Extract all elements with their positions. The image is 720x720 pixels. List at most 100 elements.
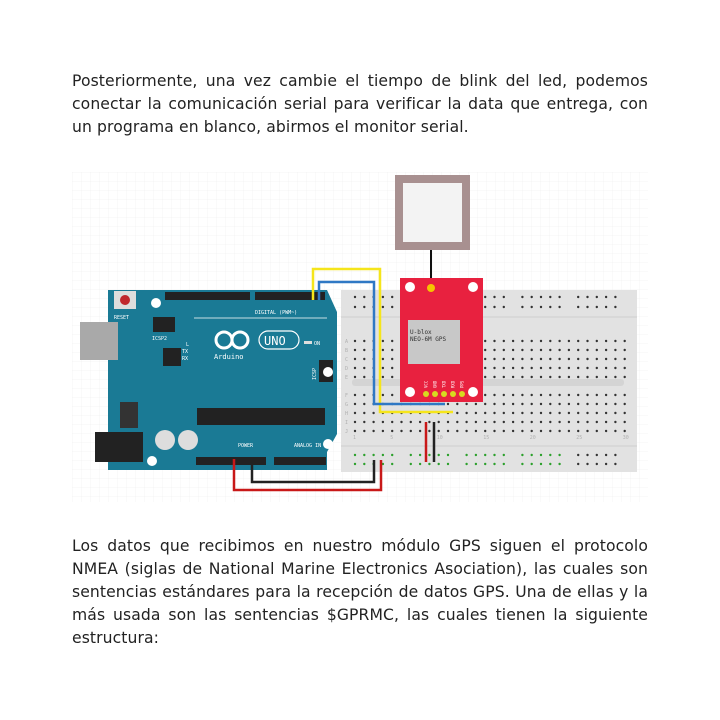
breadboard-hole [549,357,552,361]
breadboard-hole [372,411,375,415]
digital-header-1 [165,292,250,300]
breadboard-hole [614,339,617,343]
gps-pin [459,391,465,397]
reset-label: RESET [114,315,129,321]
breadboard-hole [353,357,357,361]
breadboard-hole [493,375,496,379]
breadboard-hole [493,429,496,433]
breadboard-row-label: C [345,357,348,363]
breadboard-hole [484,411,487,415]
breadboard-hole [577,305,580,309]
breadboard-hole [456,402,459,406]
digital-header-2 [255,292,325,300]
breadboard-hole [391,393,394,397]
gps-antenna [395,175,470,288]
breadboard-hole [549,429,552,433]
breadboard-hole [539,339,543,343]
breadboard-hole [484,305,487,309]
breadboard-hole [549,393,552,397]
breadboard-hole [614,453,617,457]
breadboard-hole [511,348,515,352]
breadboard-row-label: J [345,429,348,435]
breadboard-hole [567,339,571,343]
breadboard-row-label: H [345,411,348,417]
breadboard-hole [595,305,598,309]
breadboard-hole [521,348,524,352]
breadboard-hole [493,393,496,397]
breadboard-hole [623,420,626,424]
breadboard-hole [549,402,552,406]
breadboard-hole [558,339,561,343]
breadboard-hole [567,402,571,406]
breadboard-hole [604,366,608,370]
breadboard-hole [623,393,626,397]
breadboard-hole [474,462,478,466]
breadboard-hole [353,402,357,406]
breadboard-hole [418,420,422,424]
breadboard-hole [502,357,505,361]
breadboard-hole [595,295,598,299]
breadboard-hole [381,462,385,466]
gps-pin [450,391,456,397]
breadboard-hole [614,429,617,433]
breadboard-column-label: 5 [390,435,393,441]
breadboard-hole [586,453,589,457]
breadboard-hole [446,429,450,433]
breadboard-hole [428,462,431,466]
breadboard-hole [502,429,505,433]
breadboard-hole [586,366,589,370]
breadboard-hole [549,375,552,379]
breadboard-hole [558,462,561,466]
nmea-paragraph: Los datos que recibimos en nuestro módul… [72,537,648,647]
breadboard-hole [595,393,598,397]
breadboard-hole [484,348,487,352]
breadboard-hole [381,420,385,424]
breadboard-hole [484,429,487,433]
breadboard-hole [530,348,533,352]
breadboard-hole [586,429,589,433]
breadboard-row-label: D [345,366,348,372]
breadboard-column-label: 15 [483,435,489,441]
breadboard-hole [530,366,533,370]
breadboard-hole [502,295,505,299]
breadboard-hole [363,375,366,379]
gps-model-label: NEO-6M GPS [410,336,447,343]
gps-chip [408,320,460,364]
breadboard-column-label: 20 [530,435,536,441]
breadboard-hole [595,366,598,370]
breadboard-hole [521,295,524,299]
breadboard-hole [484,420,487,424]
breadboard-hole [437,429,440,433]
gps-pin [441,391,447,397]
breadboard-hole [614,420,617,424]
breadboard-hole [502,366,505,370]
analog-header [274,457,326,465]
tx-led-label: TX [182,349,188,355]
black-wire-ground [250,459,376,484]
breadboard-hole [363,357,366,361]
breadboard-hole [614,402,617,406]
breadboard-hole [577,375,580,379]
breadboard-hole [409,429,412,433]
power-label: POWER [238,443,254,449]
breadboard-hole [549,366,552,370]
breadboard-hole [511,366,515,370]
breadboard-hole [391,420,394,424]
breadboard-hole [567,429,571,433]
breadboard-row-label: I [345,420,348,426]
breadboard-hole [511,393,515,397]
breadboard-hole [363,402,366,406]
breadboard-hole [530,429,533,433]
breadboard-hole [484,357,487,361]
breadboard-hole [484,339,487,343]
breadboard-hole [456,429,459,433]
breadboard-hole [502,411,505,415]
breadboard-hole [595,339,598,343]
breadboard-hole [353,295,357,299]
breadboard-hole [465,429,468,433]
breadboard-hole [474,429,478,433]
usb-port [80,322,118,360]
breadboard-hole [604,348,608,352]
breadboard-hole [372,429,375,433]
breadboard-hole [363,429,366,433]
